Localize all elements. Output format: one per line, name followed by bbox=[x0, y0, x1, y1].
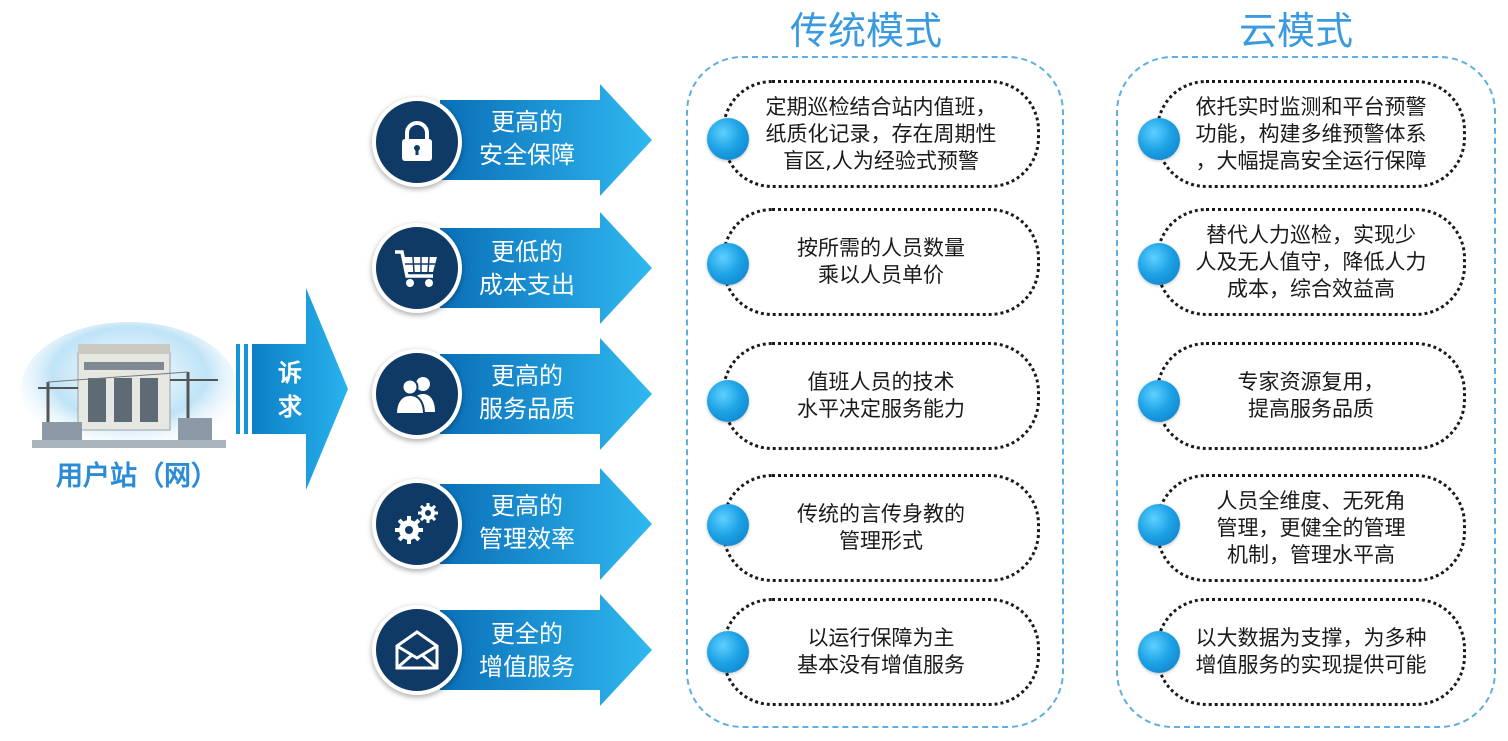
lock-icon bbox=[402, 121, 432, 161]
bullet-dot bbox=[1138, 631, 1180, 673]
bullet-dot bbox=[1138, 380, 1180, 422]
cloud-text: 依托实时监测和平台预警 功能，构建多维预警体系 ，大幅提高安全运行保障 bbox=[1195, 94, 1427, 173]
bullet-dot bbox=[1138, 504, 1180, 546]
row-arrow-service bbox=[440, 338, 652, 450]
cloud-bubble: 依托实时监测和平台预警 功能，构建多维预警体系 ，大幅提高安全运行保障 bbox=[1156, 80, 1466, 188]
traditional-text: 值班人员的技术 水平决定服务能力 bbox=[797, 370, 965, 421]
traditional-text: 按所需的人员数量 乘以人员单价 bbox=[797, 236, 965, 287]
people-icon bbox=[394, 377, 435, 415]
row-icon-circle bbox=[372, 97, 462, 187]
traditional-text: 传统的言传身教的 管理形式 bbox=[797, 502, 965, 553]
bullet-dot bbox=[1138, 243, 1180, 285]
cloud-bubble: 专家资源复用， 提高服务品质 bbox=[1156, 342, 1466, 450]
demand-arrow bbox=[236, 288, 348, 490]
substation-illustration bbox=[21, 322, 237, 454]
bullet-dot bbox=[707, 118, 749, 160]
bullet-dot bbox=[1138, 118, 1180, 160]
row-icon-circle bbox=[372, 349, 462, 439]
row-label-management: 更高的 管理效率 bbox=[479, 492, 575, 553]
row-label-cost: 更低的 成本支出 bbox=[479, 238, 575, 299]
traditional-bubble: 值班人员的技术 水平决定服务能力 bbox=[722, 342, 1040, 450]
row-icon-circle bbox=[372, 479, 462, 569]
row-icon-circle bbox=[372, 223, 462, 313]
cloud-column bbox=[1116, 56, 1496, 728]
row-label-service: 更高的 服务品质 bbox=[479, 362, 575, 423]
cloud-bubble: 人员全维度、无死角 管理，更健全的管理 机制，管理水平高 bbox=[1156, 474, 1466, 582]
row-arrow-value-added bbox=[440, 594, 652, 706]
bullet-dot bbox=[707, 243, 749, 285]
cloud-bubble: 替代人力巡检，实现少 人及无人值守，降低人力 成本，综合效益高 bbox=[1156, 208, 1466, 316]
cloud-text: 以大数据为支撑，为多种 增值服务的实现提供可能 bbox=[1195, 626, 1427, 677]
station-label: 用户站（网） bbox=[56, 461, 218, 492]
row-icon-circle bbox=[372, 605, 462, 695]
traditional-text: 定期巡检结合站内值班， 纸质化记录，存在周期性 盲区,人为经验式预警 bbox=[765, 94, 997, 173]
cloud-text: 替代人力巡检，实现少 人及无人值守，降低人力 成本，综合效益高 bbox=[1195, 222, 1427, 301]
traditional-text: 以运行保障为主 基本没有增值服务 bbox=[797, 626, 965, 677]
bullet-dot bbox=[707, 504, 749, 546]
traditional-bubble: 定期巡检结合站内值班， 纸质化记录，存在周期性 盲区,人为经验式预警 bbox=[722, 80, 1040, 188]
demand-label: 诉 求 bbox=[278, 359, 302, 421]
cloud-title: 云模式 bbox=[1238, 9, 1353, 53]
row-arrow-cost bbox=[440, 212, 652, 324]
row-arrow-safety bbox=[440, 84, 652, 196]
cloud-bubble: 以大数据为支撑，为多种 增值服务的实现提供可能 bbox=[1156, 598, 1466, 706]
traditional-title: 传统模式 bbox=[789, 9, 942, 53]
gears-icon bbox=[395, 503, 438, 544]
row-label-safety: 更高的 安全保障 bbox=[479, 108, 575, 169]
cloud-text: 人员全维度、无死角 管理，更健全的管理 机制，管理水平高 bbox=[1216, 488, 1406, 567]
bullet-dot bbox=[707, 380, 749, 422]
row-label-value-added: 更全的 增值服务 bbox=[479, 620, 575, 681]
traditional-bubble: 按所需的人员数量 乘以人员单价 bbox=[722, 208, 1040, 316]
row-arrow-management bbox=[440, 468, 652, 580]
envelope-icon bbox=[395, 630, 439, 670]
cloud-text: 专家资源复用， 提高服务品质 bbox=[1237, 370, 1385, 421]
traditional-bubble: 以运行保障为主 基本没有增值服务 bbox=[722, 598, 1040, 706]
traditional-bubble: 传统的言传身教的 管理形式 bbox=[722, 474, 1040, 582]
bullet-dot bbox=[707, 631, 749, 673]
shopping-cart-icon bbox=[395, 250, 437, 287]
traditional-column bbox=[686, 56, 1064, 728]
